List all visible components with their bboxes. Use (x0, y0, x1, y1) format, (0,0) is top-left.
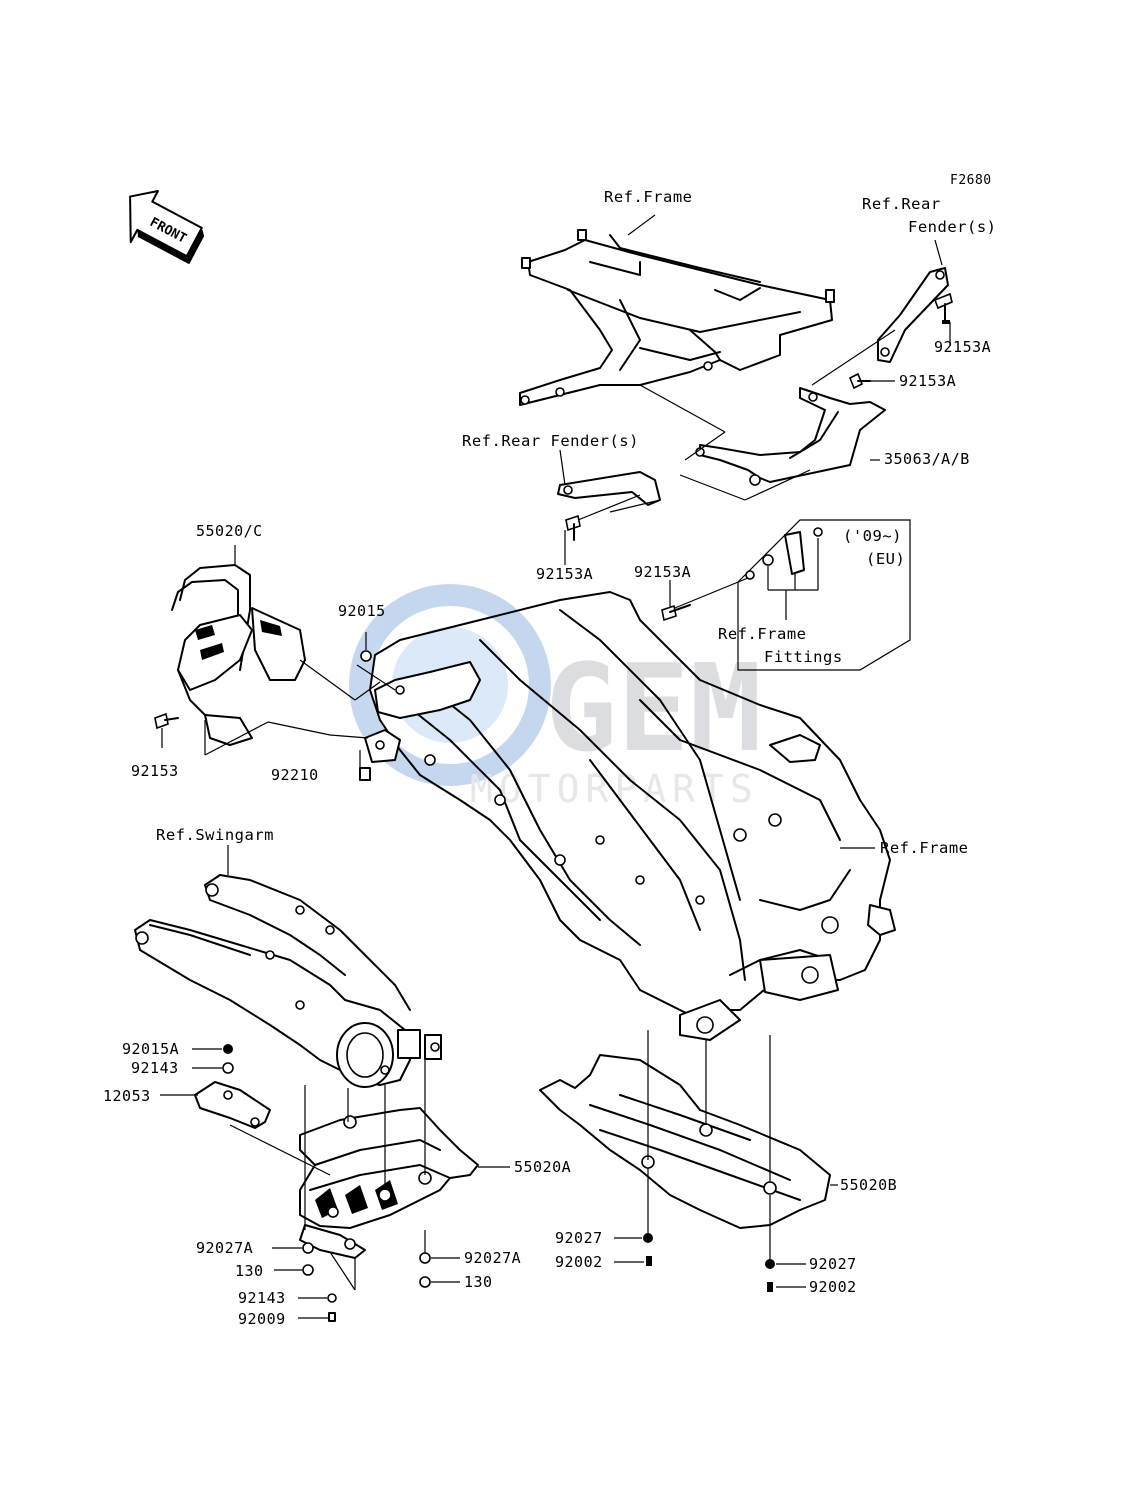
label-part-92002[interactable]: 92002 (555, 1253, 603, 1271)
label-part-55020C[interactable]: 55020/C (196, 522, 263, 540)
skid-plate-55020B (539, 1030, 838, 1262)
skid-plate-55020A (299, 1107, 510, 1259)
leader-lines-front (204, 545, 396, 768)
label-part-92153A-d[interactable]: 92153A (634, 563, 692, 581)
label-part-55020B[interactable]: 55020B (840, 1176, 898, 1194)
watermark-text: GEM (545, 640, 762, 779)
bolts-92153A (565, 292, 953, 622)
front-arrow-icon: FRONT (129, 190, 205, 265)
label-part-92153A-a[interactable]: 92153A (934, 338, 992, 356)
label-part-92027A-right[interactable]: 92027A (464, 1249, 522, 1267)
label-ref-rear-fender-right-line2[interactable]: Fender(s) (908, 218, 997, 236)
nut-92210 (359, 767, 371, 781)
label-part-55020A[interactable]: 55020A (514, 1158, 572, 1176)
label-ref-frame-right[interactable]: Ref.Frame (880, 839, 969, 857)
label-part-92009[interactable]: 92009 (238, 1310, 286, 1328)
rear-fender-bracket-mid (557, 471, 661, 506)
label-part-92153[interactable]: 92153 (131, 762, 179, 780)
rear-subframe-drawing (519, 229, 835, 406)
frame-fittings-box (737, 519, 911, 671)
label-part-92153A-b[interactable]: 92153A (899, 372, 957, 390)
hardware-skid-right (614, 1233, 806, 1292)
label-part-92027[interactable]: 92027 (555, 1229, 603, 1247)
label-ref-rear-fender-right-line1[interactable]: Ref.Rear (862, 195, 941, 213)
label-part-130-left[interactable]: 130 (235, 1262, 264, 1280)
label-part-92027-right[interactable]: 92027 (809, 1255, 857, 1273)
label-ref-frame-fittings-line2[interactable]: Fittings (764, 648, 843, 666)
hardware-skid-left (272, 1242, 460, 1322)
label-ref-frame-fittings-line1[interactable]: Ref.Frame (718, 625, 807, 643)
watermark-subtext: MOTORPARTS (470, 767, 759, 811)
label-part-92015[interactable]: 92015 (338, 602, 386, 620)
label-note-year: ('09~) (843, 527, 902, 545)
label-part-92015A[interactable]: 92015A (122, 1040, 180, 1058)
nut-92015 (360, 650, 372, 662)
label-part-92143-a[interactable]: 92143 (131, 1059, 179, 1077)
label-ref-frame-top[interactable]: Ref.Frame (604, 188, 693, 206)
main-frame-drawing (364, 591, 896, 1041)
label-part-35063[interactable]: 35063/A/B (884, 450, 970, 468)
bolt-92153 (154, 712, 179, 748)
label-ref-rear-fender-mid[interactable]: Ref.Rear Fender(s) (462, 432, 639, 450)
label-part-92002-right[interactable]: 92002 (809, 1278, 857, 1296)
label-note-region: (EU) (866, 550, 906, 568)
leader-lines-swingarm (229, 1060, 426, 1291)
label-part-92153A-c[interactable]: 92153A (536, 565, 594, 583)
label-part-92210[interactable]: 92210 (271, 766, 319, 784)
front-bumper-55020C (171, 564, 306, 746)
washer-92143-upper (192, 1062, 234, 1074)
nut-92015A (192, 1044, 233, 1054)
chain-guide-12053 (160, 1081, 271, 1129)
diagram-code: F2680 (950, 173, 992, 188)
grab-rail-35063 (695, 387, 886, 486)
rear-fender-bracket-right (877, 267, 949, 363)
label-part-92027A-left[interactable]: 92027A (196, 1239, 254, 1257)
swingarm-drawing (134, 845, 442, 1088)
label-ref-swingarm[interactable]: Ref.Swingarm (156, 826, 274, 844)
label-part-130-right[interactable]: 130 (464, 1273, 493, 1291)
label-part-12053[interactable]: 12053 (103, 1087, 151, 1105)
label-part-92143-b[interactable]: 92143 (238, 1289, 286, 1307)
